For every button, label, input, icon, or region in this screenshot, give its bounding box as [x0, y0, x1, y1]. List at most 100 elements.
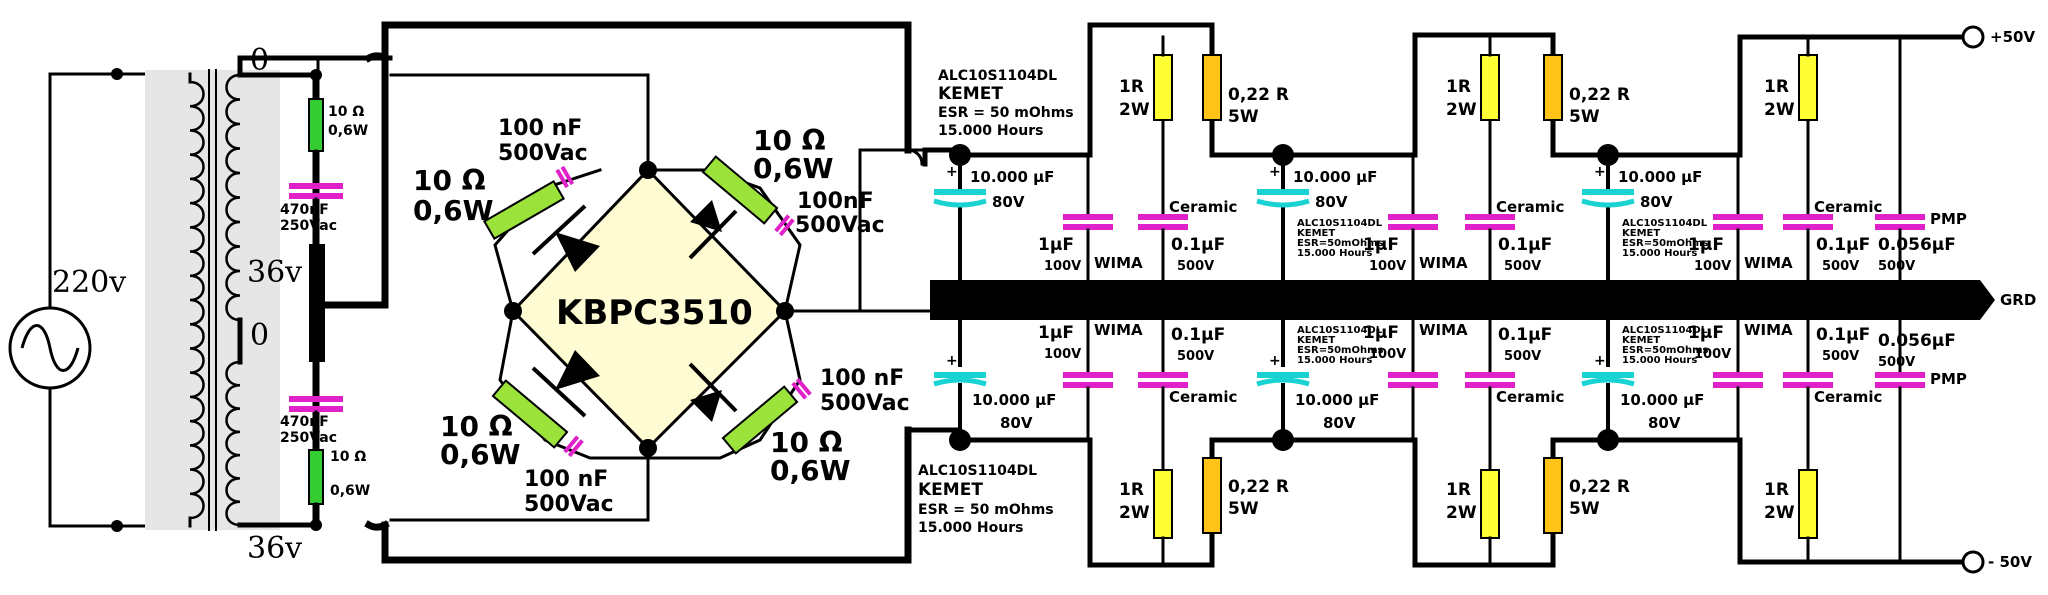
secondary-winding-bottom	[225, 360, 242, 527]
snubber-capacitor-bottom-a	[289, 396, 343, 402]
stage-1-cer-cap-bot-plate-b	[1138, 382, 1188, 388]
pmp-top-label: PMP	[1930, 210, 1967, 228]
stage-1-cer-bot-voltage: 500V	[1177, 349, 1214, 364]
kemet-top-hours: 15.000 Hours	[938, 123, 1043, 139]
mains-voltage-label: 220v	[52, 265, 126, 300]
bridge-resistor-tl	[482, 179, 566, 241]
stage-2-r1-bot-value: 1R	[1446, 480, 1471, 500]
stage-3-elcap-bot-plus: +	[1594, 353, 1606, 369]
stage-1-elcap-bot-voltage: 80V	[1000, 414, 1033, 432]
stage-3-kemet-bot-hours: 15.000 Hours	[1622, 355, 1697, 366]
bridge-r-br-ohm: 10 Ω	[770, 426, 843, 459]
stage-1-r2-top-value: 0,22 R	[1228, 85, 1289, 105]
stage-1-film-top-value: 1μF	[1038, 235, 1074, 255]
bridge-capacitor-tr	[774, 214, 795, 237]
bridge-capacitor-tl	[555, 165, 575, 189]
bridge-r-tr-ohm: 10 Ω	[753, 124, 826, 157]
stage-3-film-cap-top-plate-b	[1713, 224, 1763, 230]
bridge-c-tr-value: 100nF	[797, 189, 874, 214]
stage-3-node-top	[1597, 144, 1619, 166]
stage-2-film-cap-bot-plate-b	[1388, 382, 1438, 388]
stage-1-node-top	[949, 144, 971, 166]
stage-2-r2-top	[1543, 54, 1563, 121]
stage-1-elcap-top-voltage: 80V	[992, 193, 1025, 211]
primary-winding	[188, 80, 205, 520]
snubber-r-top-value: 10 Ω	[328, 104, 364, 120]
stage-3-elcap-top-value: 10.000 μF	[1618, 168, 1702, 186]
stage-3-kemet-bot-part: ALC10S1104DL	[1622, 325, 1708, 336]
stage-2-elcap-top-plus: +	[1269, 164, 1281, 180]
stage-3-cer-cap-top-plate-b	[1783, 224, 1833, 230]
stage-2-cer-cap-top-plate-a	[1465, 214, 1515, 220]
bridge-r-tl-power: 0,6W	[413, 194, 494, 227]
minus-terminal[interactable]	[1961, 550, 1985, 574]
stage-2-r2-top-power: 5W	[1569, 107, 1600, 127]
kemet-top-esr: ESR = 50 mOhms	[938, 105, 1074, 121]
secondary-bottom-voltage: 36v	[247, 531, 302, 566]
stage-2-r1-top	[1480, 54, 1500, 121]
stage-2-r1-bot-power: 2W	[1446, 503, 1477, 523]
stage-2-cer-cap-top-plate-b	[1465, 224, 1515, 230]
bridge-rectifier: KBPC3510 10 Ω 0,6W 100 nF 500Vac 10 Ω 0,…	[389, 73, 910, 522]
snubber-r-bottom-power: 0,6W	[330, 483, 370, 499]
kemet-bottom-note: ALC10S1104DL KEMET ESR = 50 mOhms 15.000…	[918, 463, 1054, 536]
stage-1-elcap-top-plus: +	[946, 164, 958, 180]
stage-3-elcap-bot-plate-b	[1581, 377, 1635, 387]
stage-3-r1-top	[1798, 54, 1818, 121]
stage-2-cer-top-voltage: 500V	[1504, 259, 1541, 274]
stage-3-cer-bot-value: 0.1μF	[1816, 325, 1870, 345]
stage-2-cer-bot-value: 0.1μF	[1498, 325, 1552, 345]
stage-2-kemet-top-part: ALC10S1104DL	[1297, 218, 1383, 229]
bridge-resistor-br	[721, 385, 799, 455]
stage-3-elcap-top-plus: +	[1594, 164, 1606, 180]
stage-3-film-bot-voltage: 100V	[1694, 347, 1731, 362]
stage-2-r2-bot-value: 0,22 R	[1569, 477, 1630, 497]
stage-2-kemet-top-esr: ESR=50mOhms	[1297, 238, 1383, 249]
stage-2-r2-bot	[1543, 457, 1563, 534]
bridge-c-br-voltage: 500Vac	[820, 391, 910, 416]
stage-1-r2-top	[1202, 54, 1222, 121]
stage-3-film-top-value: 1μF	[1688, 235, 1724, 255]
stage-3-film-cap-bot-plate-a	[1713, 372, 1763, 378]
secondary-winding-top	[225, 73, 242, 322]
stage-1-cer-bot-label: Ceramic	[1169, 388, 1237, 406]
stage-1-cer-bot-value: 0.1μF	[1171, 325, 1225, 345]
secondary-top-voltage: 36v	[247, 255, 302, 290]
bridge-c-tl-voltage: 500Vac	[498, 141, 588, 166]
stage-3-kemet-top-brand: KEMET	[1622, 228, 1660, 239]
stage-2-elcap-bot-plate-b	[1256, 377, 1310, 387]
snubber-r-bottom-value: 10 Ω	[330, 449, 366, 465]
stage-1-r1-bot	[1153, 469, 1173, 539]
stage-3-r1-top-value: 1R	[1764, 77, 1789, 97]
stage-2-kemet-bot-brand: KEMET	[1297, 335, 1335, 346]
stage-2-film-top-value: 1μF	[1363, 235, 1399, 255]
bridge-r-br-power: 0,6W	[770, 454, 851, 487]
stage-2-film-cap-top-plate-a	[1388, 214, 1438, 220]
stage-3-film-top-voltage: 100V	[1694, 259, 1731, 274]
stage-2-elcap-top-voltage: 80V	[1315, 193, 1348, 211]
stage-3-cer-cap-bot-plate-b	[1783, 382, 1833, 388]
bridge-r-bl-ohm: 10 Ω	[440, 410, 513, 443]
stage-1-cer-top-label: Ceramic	[1169, 198, 1237, 216]
stage-2-elcap-bot-plate-a	[1257, 372, 1309, 378]
diode-icon-tl	[531, 204, 600, 272]
snubber-c-bottom-value: 470nF	[280, 414, 329, 430]
stage-2-cer-top-label: Ceramic	[1496, 198, 1564, 216]
ac-leads	[364, 21, 912, 564]
stage-2-cer-cap-bot-plate-b	[1465, 382, 1515, 388]
stage-2-r2-top-value: 0,22 R	[1569, 85, 1630, 105]
mains-input: 220v	[8, 68, 192, 532]
stage-2-r1-top-value: 1R	[1446, 77, 1471, 97]
bridge-resistor-tr	[701, 155, 779, 225]
plus-terminal[interactable]	[1961, 25, 1985, 49]
pmp-bot-label: PMP	[1930, 370, 1967, 388]
top-rail-stage2	[1252, 32, 1603, 158]
stage-1-r1-bot-value: 1R	[1119, 480, 1144, 500]
stage-3-film-top-brand: WIMA	[1744, 254, 1793, 272]
stage-1-film-top-voltage: 100V	[1044, 259, 1081, 274]
stage-2-elcap-top-value: 10.000 μF	[1293, 168, 1377, 186]
stage-3-cer-cap-bot-plate-a	[1783, 372, 1833, 378]
pmp-bot-value: 0.056μF	[1878, 331, 1956, 351]
stage-2-kemet-top-brand: KEMET	[1297, 228, 1335, 239]
pmp-cap-bot-plate-b	[1875, 382, 1925, 388]
